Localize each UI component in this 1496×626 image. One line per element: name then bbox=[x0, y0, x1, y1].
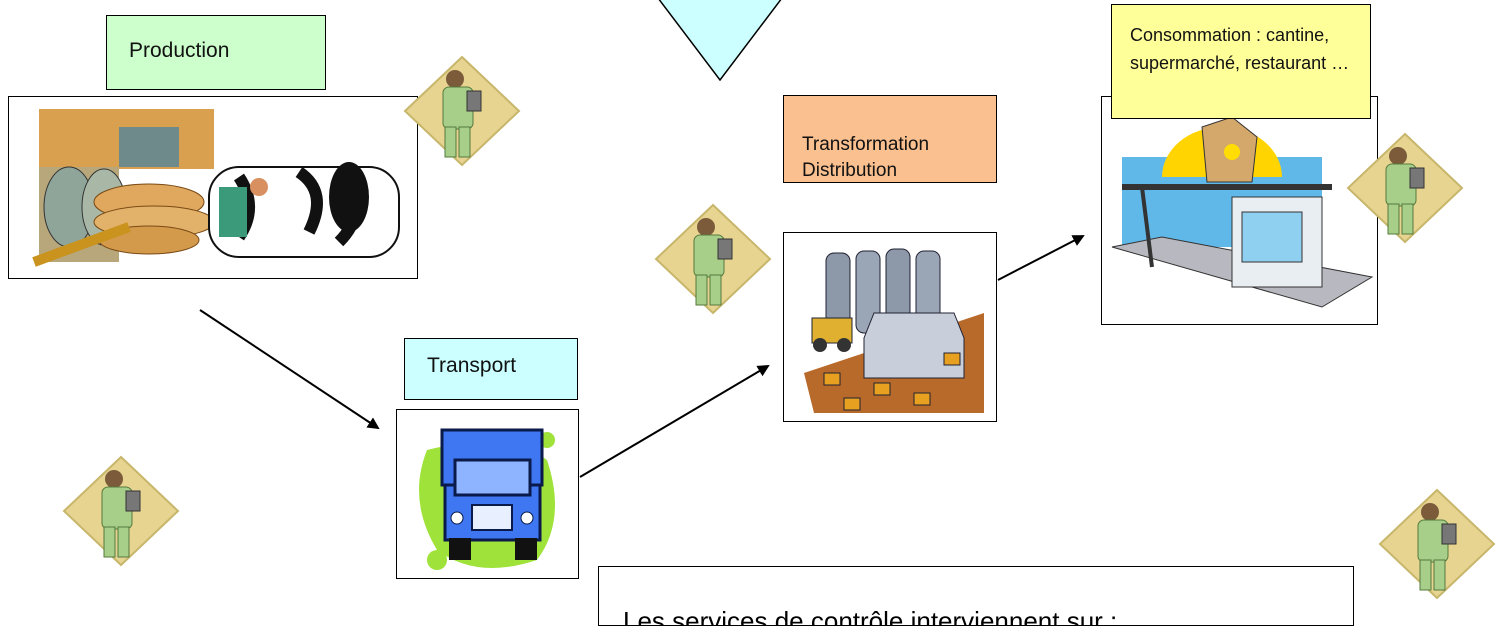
consommation-label: Consommation : cantine, supermarché, res… bbox=[1111, 4, 1371, 119]
truck-icon bbox=[419, 428, 555, 570]
consommation-text: Consommation : cantine, supermarché, res… bbox=[1130, 25, 1350, 73]
arrow-transport-transformation bbox=[579, 364, 770, 478]
transport-text: Transport bbox=[427, 354, 517, 377]
control-services-text: Les services de contrôle interviennent s… bbox=[623, 606, 1118, 626]
arrow-production-transport bbox=[199, 309, 380, 430]
arrow-transformation-consommation bbox=[997, 235, 1085, 281]
supermarket-icon bbox=[1111, 116, 1374, 308]
production-text: Production bbox=[129, 39, 230, 62]
inspector-icon bbox=[1346, 132, 1464, 244]
factory-icon bbox=[804, 248, 984, 413]
farm-produce-icon bbox=[32, 105, 400, 273]
transformation-frame bbox=[783, 232, 997, 422]
production-frame bbox=[8, 96, 418, 279]
transport-label: Transport bbox=[404, 338, 578, 400]
flow-arrows bbox=[199, 235, 1085, 478]
control-services-note: Les services de contrôle interviennent s… bbox=[598, 566, 1354, 626]
transport-frame bbox=[396, 409, 579, 579]
transformation-text: Transformation Distribution bbox=[802, 134, 930, 181]
inspector-icon bbox=[654, 203, 772, 315]
transformation-label: Transformation Distribution bbox=[783, 95, 997, 183]
consommation-frame bbox=[1101, 96, 1378, 325]
inspector-icon bbox=[403, 55, 521, 167]
inspector-icon bbox=[62, 455, 180, 567]
down-triangle bbox=[658, 0, 782, 82]
inspector-icon bbox=[1378, 488, 1496, 600]
production-label: Production bbox=[106, 15, 326, 90]
